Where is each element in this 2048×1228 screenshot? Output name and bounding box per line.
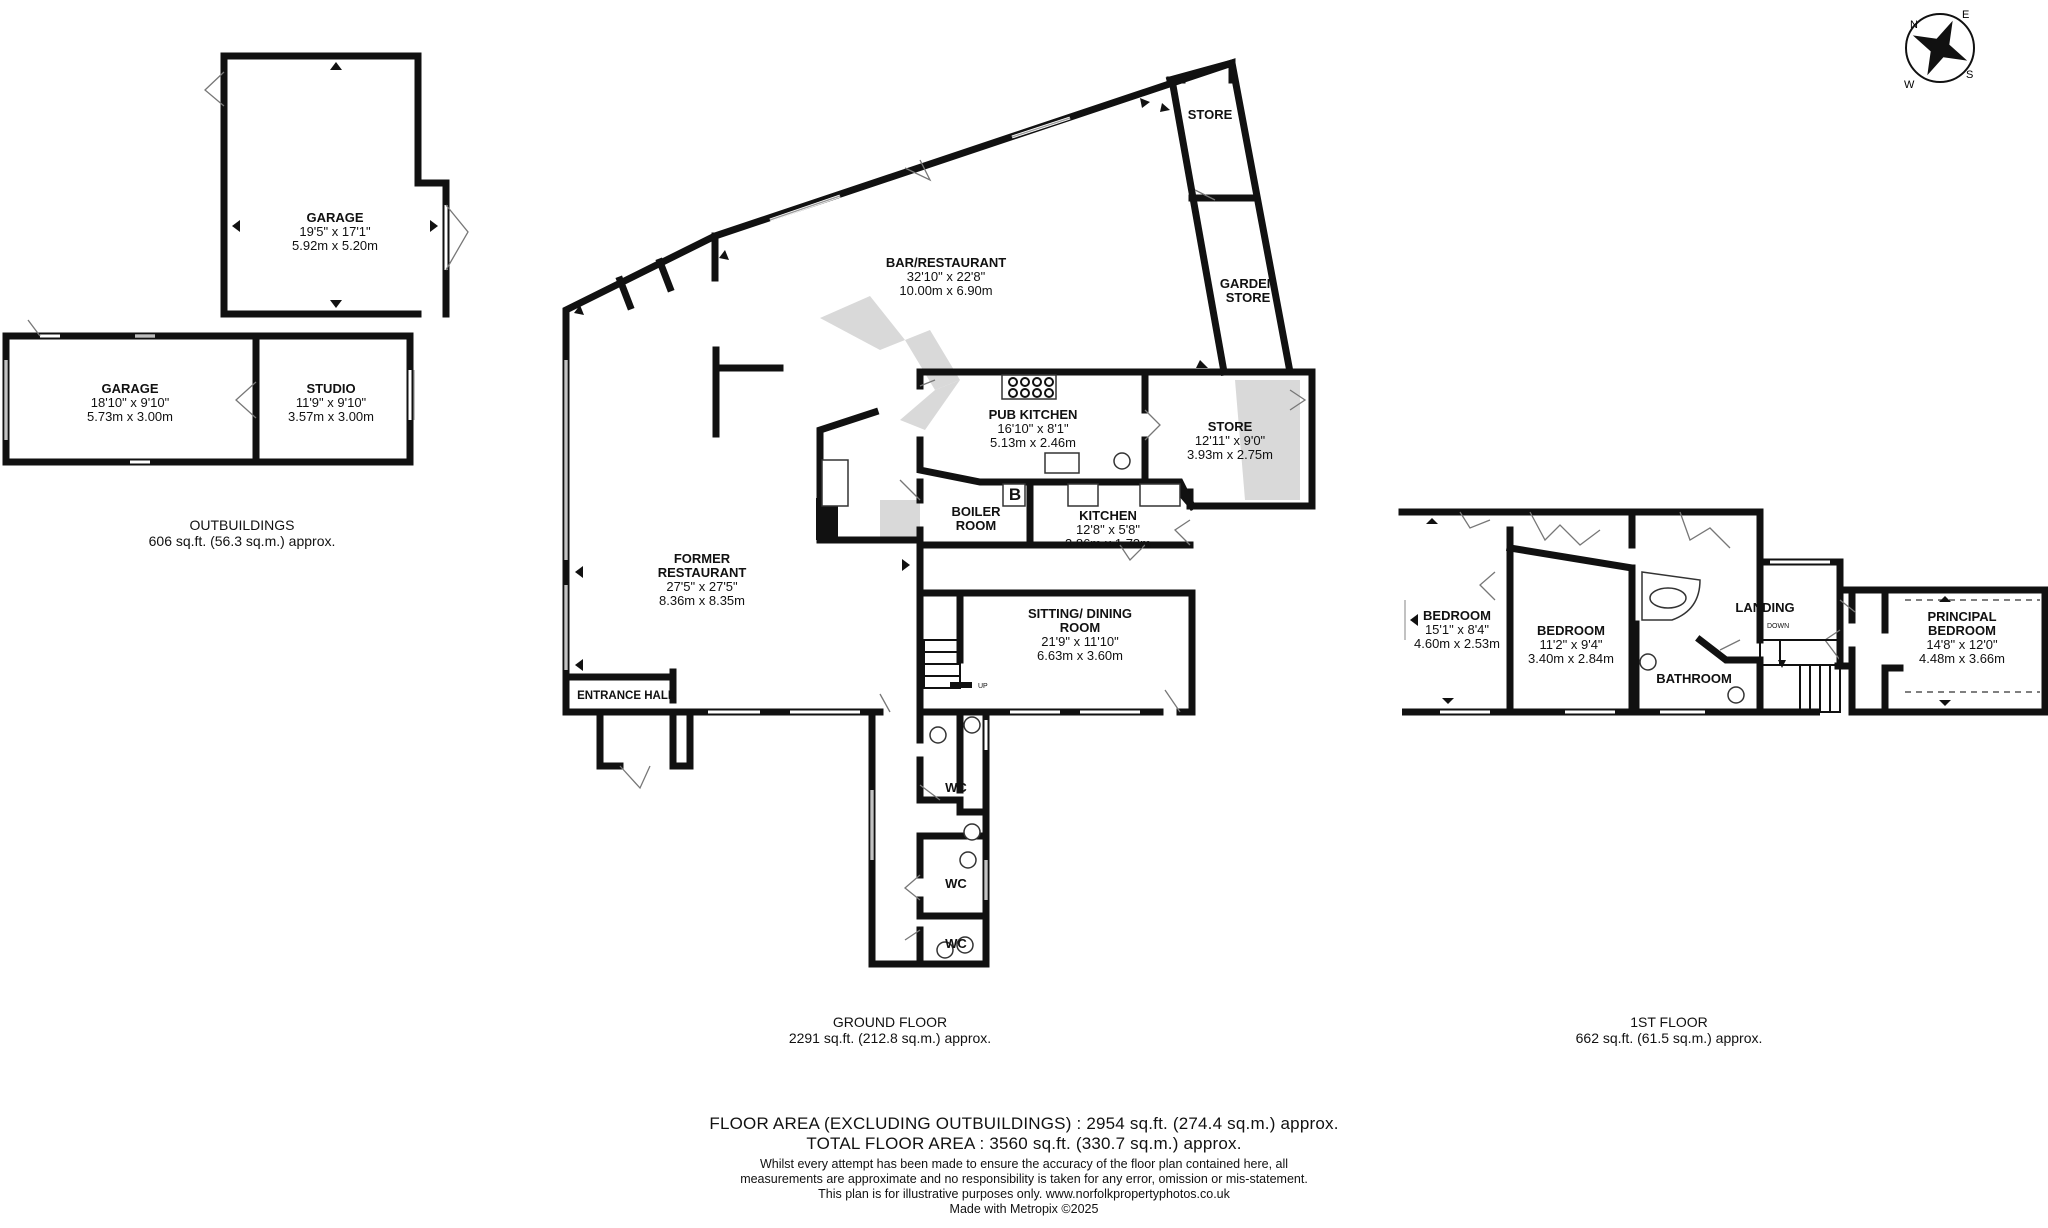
room-imperial: 14'8" x 12'0" — [1926, 637, 1998, 652]
compass-s: S — [1966, 69, 1973, 81]
room-name: GARDEN STORE — [1219, 276, 1277, 305]
room-garden-store: GARDEN STORE — [1208, 277, 1288, 305]
room-garage-small: GARAGE 18'10" x 9'10" 5.73m x 3.00m — [87, 382, 173, 424]
room-imperial: 11'9" x 9'10" — [295, 395, 367, 410]
first-floor-area: 662 sq.ft. (61.5 sq.m.) approx. — [1575, 1030, 1763, 1046]
room-landing: LANDING — [1735, 601, 1794, 615]
room-metric: 3.93m x 2.75m — [1187, 447, 1273, 462]
room-imperial: 19'5" x 17'1" — [299, 224, 371, 239]
room-principal-bedroom: PRINCIPAL BEDROOM 14'8" x 12'0" 4.48m x … — [1917, 610, 2007, 666]
room-name: GARAGE — [306, 210, 364, 225]
stairs-down-label: DOWN — [1767, 623, 1790, 630]
room-metric: 10.00m x 6.90m — [899, 283, 993, 298]
room-imperial: 15'1" x 8'4" — [1424, 622, 1490, 637]
ground-floor-caption: GROUND FLOOR 2291 sq.ft. (212.8 sq.m.) a… — [789, 1014, 991, 1046]
room-entrance-hall: ENTRANCE HALL — [577, 689, 675, 703]
room-name: BOILER ROOM — [951, 504, 1001, 533]
room-imperial: 32'10" x 22'8" — [906, 269, 986, 284]
metropix-credit: Made with Metropix ©2025 — [949, 1202, 1099, 1216]
room-name: PRINCIPAL BEDROOM — [1927, 609, 1997, 638]
room-name: LANDING — [1735, 600, 1795, 615]
room-name: WC — [945, 936, 967, 951]
room-metric: 5.92m x 5.20m — [292, 238, 378, 253]
room-imperial: 16'10" x 8'1" — [997, 421, 1069, 436]
disclaimer-line-3: This plan is for illustrative purposes o… — [818, 1187, 1230, 1201]
compass-n: N — [1910, 19, 1918, 31]
room-kitchen: KITCHEN 12'8" x 5'8" 3.86m x 1.73m — [1065, 509, 1151, 551]
room-garage-large: GARAGE 19'5" x 17'1" 5.92m x 5.20m — [292, 211, 378, 253]
room-name: BEDROOM — [1423, 608, 1491, 623]
footer: FLOOR AREA (EXCLUDING OUTBUILDINGS) : 29… — [709, 1114, 1338, 1217]
room-metric: 3.57m x 3.00m — [288, 409, 374, 424]
room-name: WC — [945, 876, 967, 891]
ground-floor-area: 2291 sq.ft. (212.8 sq.m.) approx. — [788, 1030, 992, 1046]
first-floor-caption: 1ST FLOOR 662 sq.ft. (61.5 sq.m.) approx… — [1576, 1014, 1763, 1046]
boiler-badge: B — [1008, 485, 1022, 504]
room-store-right: STORE 12'11" x 9'0" 3.93m x 2.75m — [1187, 420, 1273, 462]
room-name: BAR/RESTAURANT — [885, 255, 1007, 270]
ground-floor-title: GROUND FLOOR — [832, 1014, 948, 1030]
room-imperial: 12'8" x 5'8" — [1075, 522, 1141, 537]
ground-stairs — [923, 639, 972, 689]
room-metric: 3.86m x 1.73m — [1065, 536, 1151, 551]
room-store-top: STORE — [1188, 108, 1233, 122]
room-name: STORE — [1207, 419, 1253, 434]
room-imperial: 12'11" x 9'0" — [1194, 433, 1266, 448]
room-sitting-dining: SITTING/ DINING ROOM 21'9" x 11'10" 6.63… — [1025, 607, 1135, 663]
room-metric: 6.63m x 3.60m — [1037, 648, 1123, 663]
room-name: BEDROOM — [1537, 623, 1605, 638]
disclaimer-line-2: measurements are approximate and no resp… — [740, 1172, 1308, 1186]
compass-w: W — [1904, 79, 1915, 91]
room-bar-restaurant: BAR/RESTAURANT 32'10" x 22'8" 10.00m x 6… — [886, 256, 1006, 298]
room-name: SITTING/ DINING ROOM — [1028, 606, 1132, 635]
room-bathroom: BATHROOM — [1656, 672, 1732, 686]
room-name: WC — [945, 780, 967, 795]
room-name: STUDIO — [306, 381, 356, 396]
boiler-box — [1002, 483, 1026, 507]
room-wc-3: WC — [945, 937, 967, 951]
room-imperial: 11'2" x 9'4" — [1539, 637, 1603, 652]
room-metric: 4.48m x 3.66m — [1919, 651, 2005, 666]
room-studio: STUDIO 11'9" x 9'10" 3.57m x 3.00m — [288, 382, 374, 424]
ground-floor-drawing — [562, 58, 1316, 968]
room-metric: 4.60m x 2.53m — [1414, 636, 1500, 651]
room-name: PUB KITCHEN — [988, 407, 1078, 422]
room-wc-1: WC — [945, 781, 967, 795]
room-name: ENTRANCE HALL — [577, 690, 675, 702]
total-floor-area: TOTAL FLOOR AREA : 3560 sq.ft. (330.7 sq… — [806, 1134, 1242, 1153]
room-name: BATHROOM — [1656, 671, 1732, 686]
room-metric: 3.40m x 2.84m — [1528, 651, 1614, 666]
room-imperial: 21'9" x 11'10" — [1041, 634, 1119, 649]
room-name: GARAGE — [101, 381, 159, 396]
outbuildings-title: OUTBUILDINGS — [189, 517, 295, 533]
room-name: KITCHEN — [1079, 508, 1137, 523]
floor-area-excluding-outbuildings: FLOOR AREA (EXCLUDING OUTBUILDINGS) : 29… — [709, 1114, 1339, 1133]
first-floor-title: 1ST FLOOR — [1630, 1014, 1708, 1030]
room-name: STORE — [1187, 107, 1233, 122]
room-wc-2: WC — [945, 877, 967, 891]
room-pub-kitchen: PUB KITCHEN 16'10" x 8'1" 5.13m x 2.46m — [989, 408, 1078, 450]
outbuildings-area: 606 sq.ft. (56.3 sq.m.) approx. — [148, 533, 336, 549]
first-floor-drawing — [1398, 508, 2048, 716]
stairs-up-label: UP — [978, 683, 988, 690]
room-metric: 8.36m x 8.35m — [659, 593, 745, 608]
room-name: FORMER RESTAURANT — [657, 551, 747, 580]
room-boiler: BOILER ROOM — [947, 505, 1005, 533]
room-bedroom-2: BEDROOM 11'2" x 9'4" 3.40m x 2.84m — [1528, 624, 1614, 666]
outbuildings-caption: OUTBUILDINGS 606 sq.ft. (56.3 sq.m.) app… — [149, 517, 336, 549]
outbuildings-drawing — [2, 52, 469, 466]
room-metric: 5.13m x 2.46m — [990, 435, 1076, 450]
room-bedroom-1: BEDROOM 15'1" x 8'4" 4.60m x 2.53m — [1414, 609, 1500, 651]
room-metric: 5.73m x 3.00m — [87, 409, 173, 424]
first-floor-stairs — [1759, 639, 1841, 713]
room-imperial: 27'5" x 27'5" — [666, 579, 738, 594]
compass-icon: N E S W — [1904, 9, 1975, 91]
room-imperial: 18'10" x 9'10" — [90, 395, 170, 410]
room-former-restaurant: FORMER RESTAURANT 27'5" x 27'5" 8.36m x … — [647, 552, 757, 608]
compass-e: E — [1962, 9, 1969, 21]
disclaimer-line-1: Whilst every attempt has been made to en… — [759, 1157, 1289, 1171]
